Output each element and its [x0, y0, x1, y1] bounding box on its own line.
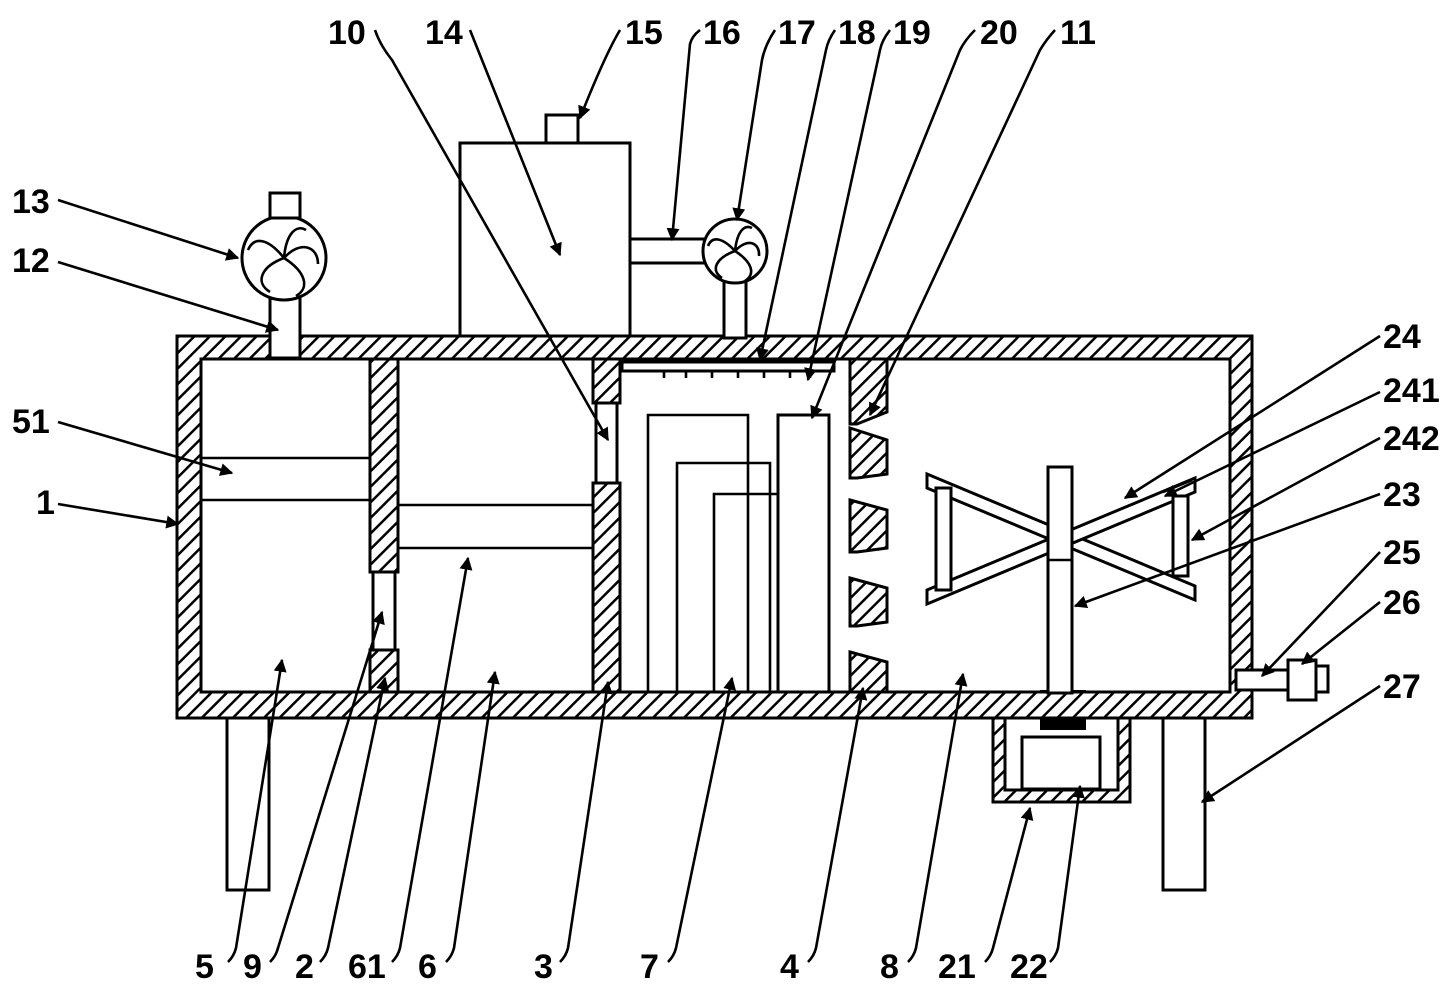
partition-walls	[368, 357, 889, 694]
plate-61	[398, 503, 593, 550]
label-14: 14	[425, 14, 463, 52]
label-51: 51	[12, 403, 50, 441]
dosing-tank	[458, 113, 632, 338]
baffle-plates	[646, 413, 831, 694]
label-20: 20	[980, 14, 1018, 52]
label-15: 15	[625, 14, 663, 52]
outlet-valve	[1234, 658, 1330, 702]
label-5: 5	[195, 948, 214, 986]
label-21: 21	[938, 948, 976, 986]
support-legs	[225, 716, 1207, 892]
pipe-16	[628, 237, 712, 265]
label-13: 13	[12, 183, 50, 221]
pump-17	[701, 217, 769, 340]
label-9: 9	[243, 948, 262, 986]
label-7: 7	[640, 948, 659, 986]
label-6: 6	[418, 948, 437, 986]
label-19: 19	[893, 14, 931, 52]
pump-13	[240, 191, 328, 360]
label-2: 2	[295, 948, 314, 986]
label-27: 27	[1383, 668, 1421, 706]
label-11: 11	[1060, 14, 1096, 52]
label-242: 242	[1383, 420, 1440, 458]
label-23: 23	[1383, 476, 1421, 514]
part-labels: 10 14 15 16 17 18 19 20 11 13 12 51 1 24…	[12, 14, 1440, 986]
label-17: 17	[778, 14, 816, 52]
label-1: 1	[36, 484, 55, 522]
leader-lines	[57, 28, 1381, 963]
label-8: 8	[880, 948, 899, 986]
spray-head	[620, 360, 836, 378]
label-4: 4	[780, 948, 799, 986]
plate-51	[201, 456, 370, 502]
stirring-assembly	[925, 465, 1197, 695]
label-10: 10	[328, 14, 366, 52]
label-25: 25	[1383, 534, 1421, 572]
label-3: 3	[534, 948, 553, 986]
label-16: 16	[703, 14, 741, 52]
label-241: 241	[1383, 372, 1440, 410]
label-24: 24	[1383, 318, 1421, 356]
label-12: 12	[12, 242, 50, 280]
label-26: 26	[1383, 584, 1421, 622]
label-22: 22	[1010, 948, 1048, 986]
label-18: 18	[838, 14, 876, 52]
label-61: 61	[348, 948, 386, 986]
